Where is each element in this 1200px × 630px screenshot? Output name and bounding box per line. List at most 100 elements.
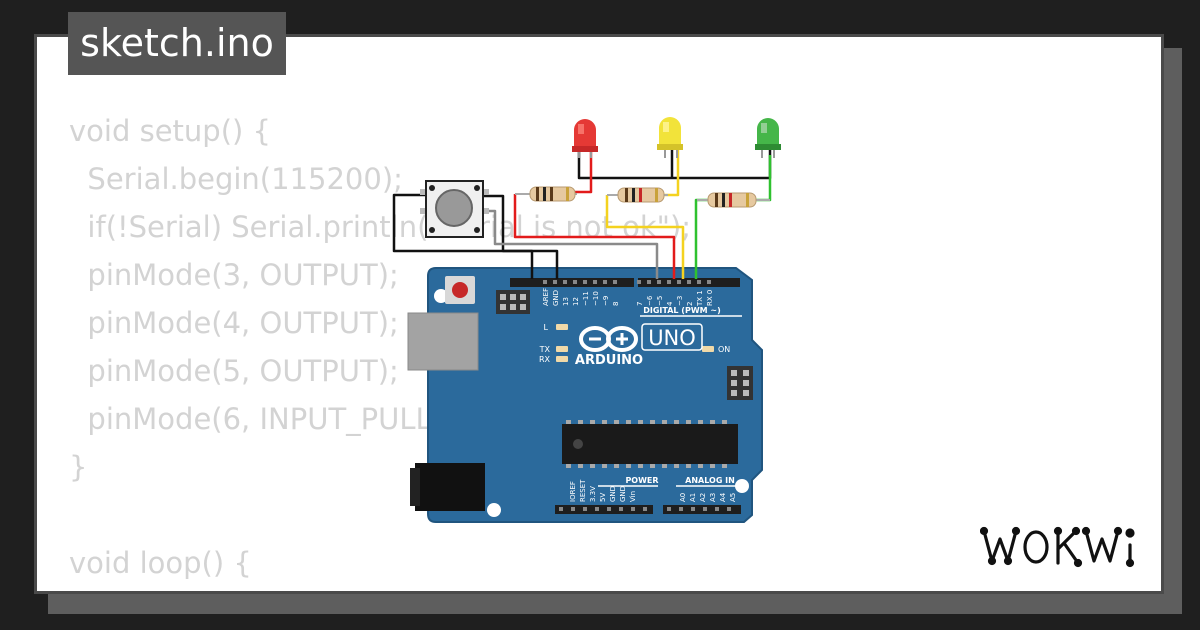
push-button[interactable]: [420, 180, 489, 238]
header-pin[interactable]: [583, 507, 587, 511]
pin-label: A2: [699, 493, 707, 502]
analog-header: [663, 505, 741, 514]
pin-label: ~10: [592, 291, 600, 306]
header-pin[interactable]: [563, 280, 567, 284]
led-tx-label: TX: [539, 345, 551, 354]
pin-label: GND: [552, 290, 560, 306]
header-pin[interactable]: [553, 280, 557, 284]
resistor-yellow-led: [607, 187, 668, 203]
led-rx-label: RX: [539, 355, 551, 364]
pin-label: 4: [666, 301, 674, 306]
wokwi-logo-icon: [979, 526, 1135, 568]
wire-red-led: [575, 150, 593, 194]
pin-label: TX 1: [696, 290, 704, 307]
header-pin[interactable]: [637, 280, 641, 284]
brand-label: ARDUINO: [575, 353, 643, 368]
wire-button-pin6: [483, 209, 659, 279]
push-button-cap[interactable]: [435, 189, 473, 227]
code-line: Serial.begin(115200);: [69, 162, 403, 196]
wire-button-gnd: [392, 193, 559, 279]
wire-button-gnd-2: [483, 194, 534, 279]
reset-button-cap[interactable]: [452, 282, 468, 298]
pin-label: A5: [729, 493, 737, 502]
icsp-header: [496, 290, 530, 314]
pin-label: 13: [562, 297, 570, 306]
power-header: [555, 505, 653, 514]
pin-label: 12: [572, 297, 580, 306]
pin-label: ~5: [656, 296, 664, 306]
pin-label: ~9: [602, 296, 610, 306]
pin-label: A0: [679, 493, 687, 502]
led-tx-indicator: [556, 346, 568, 352]
pin-label: ~6: [646, 295, 654, 306]
code-line: void setup() {: [69, 114, 271, 148]
code-line: pinMode(4, OUTPUT);: [69, 306, 399, 340]
led-l-label: L: [544, 323, 549, 332]
header-pin[interactable]: [677, 280, 681, 284]
header-pin[interactable]: [667, 507, 671, 511]
header-pin[interactable]: [573, 280, 577, 284]
digital-label: DIGITAL (PWM ~): [643, 306, 721, 315]
wire-yellow-pin4: [605, 195, 685, 279]
usb-port: [407, 312, 479, 371]
led-green-icon[interactable]: [755, 118, 781, 158]
on-label: ON: [718, 345, 730, 354]
led-yellow-icon[interactable]: [657, 117, 683, 158]
pin-label: 7: [636, 302, 644, 306]
code-line: }: [69, 450, 88, 484]
led-on-indicator: [702, 346, 714, 352]
pin-label: Vin: [629, 491, 637, 502]
header-pin[interactable]: [595, 507, 599, 511]
header-pin[interactable]: [679, 507, 683, 511]
code-line: pinMode(5, OUTPUT);: [69, 354, 399, 388]
header-pin[interactable]: [703, 507, 707, 511]
header-pin[interactable]: [643, 507, 647, 511]
header-pin[interactable]: [571, 507, 575, 511]
resistor-green-led: [697, 192, 770, 208]
header-pin[interactable]: [707, 280, 711, 284]
header-pin[interactable]: [607, 507, 611, 511]
code-line: pinMode(3, OUTPUT);: [69, 258, 399, 292]
uno-badge: [641, 323, 703, 351]
power-jack: [410, 463, 485, 511]
header-pin[interactable]: [687, 280, 691, 284]
pin-label: RX 0: [706, 290, 714, 306]
wire-red-pin5: [513, 194, 676, 279]
header-pin[interactable]: [631, 507, 635, 511]
pin-label: 3.3V: [589, 486, 597, 502]
power-label: POWER: [625, 476, 658, 485]
pin-label: ~11: [582, 291, 590, 306]
wokwi-logo: [979, 521, 1150, 575]
mounting-hole: [487, 503, 501, 517]
wire-yellow-led: [664, 150, 680, 197]
header-pin[interactable]: [697, 280, 701, 284]
header-pin[interactable]: [667, 280, 671, 284]
header-pin[interactable]: [619, 507, 623, 511]
header-pin[interactable]: [603, 280, 607, 284]
header-pin[interactable]: [613, 280, 617, 284]
header-pin[interactable]: [727, 507, 731, 511]
header-pin[interactable]: [715, 507, 719, 511]
pin-label: GND: [619, 486, 627, 502]
pin-label: A3: [709, 493, 717, 502]
pin-label: 5V: [599, 493, 607, 502]
led-red-icon[interactable]: [572, 119, 598, 158]
header-pin[interactable]: [691, 507, 695, 511]
header-pin[interactable]: [583, 280, 587, 284]
wire-led-cathodes: [577, 150, 772, 180]
model-label: UNO: [648, 326, 696, 350]
header-pin[interactable]: [543, 280, 547, 284]
code-background: void setup() { Serial.begin(115200); if(…: [69, 107, 691, 587]
arduino-logo-icon: [579, 326, 638, 352]
pin-label: ~3: [676, 296, 684, 306]
header-pin[interactable]: [647, 280, 651, 284]
led-rx-indicator: [556, 356, 568, 362]
header-pin[interactable]: [657, 280, 661, 284]
header-pin[interactable]: [593, 280, 597, 284]
header-pin[interactable]: [559, 507, 563, 511]
pin-label: A4: [719, 492, 727, 502]
